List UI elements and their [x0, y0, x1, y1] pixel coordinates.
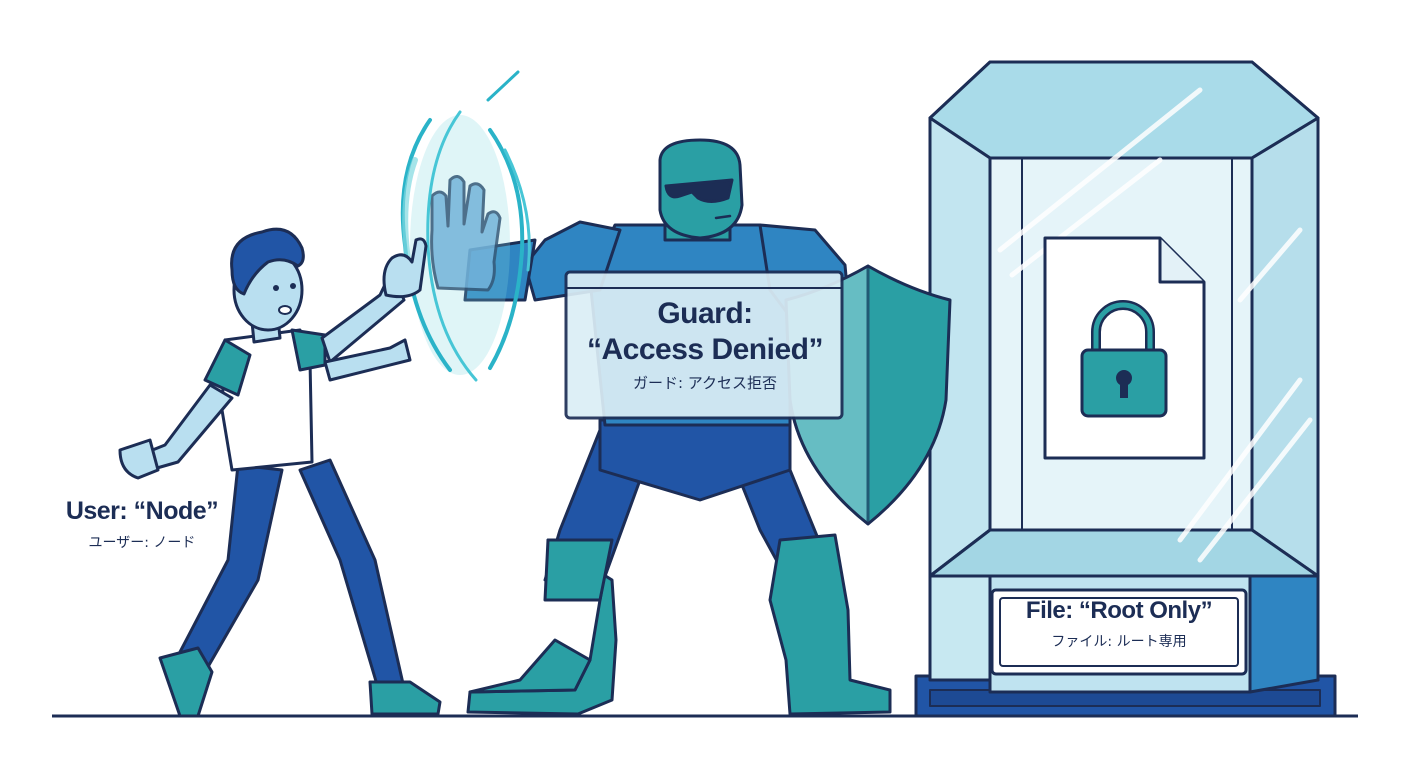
file-label: File: “Root Only” ファイル: ルート専用	[1003, 597, 1235, 651]
user-label: User: “Node” ユーザー: ノード	[52, 497, 232, 552]
file-label-en: File: “Root Only”	[1025, 597, 1213, 624]
guard-sign	[564, 270, 844, 420]
document-icon	[1043, 236, 1206, 460]
guard-label: Guard: “Access Denied” ガード: アクセス拒否	[568, 296, 842, 393]
user-figure	[118, 227, 442, 718]
user-label-en: User: “Node”	[65, 497, 219, 525]
glass-reflections	[997, 87, 1313, 563]
guard-label-title: Guard:	[657, 297, 753, 330]
padlock-icon	[1080, 300, 1168, 418]
guard-label-jp: ガード: アクセス拒否	[632, 374, 778, 392]
user-label-jp: ユーザー: ノード	[88, 535, 196, 551]
file-label-jp: ファイル: ルート専用	[1051, 634, 1187, 650]
guard-label-message: “Access Denied”	[587, 333, 823, 366]
forcefield-icon	[400, 70, 531, 382]
file-plaque	[990, 588, 1248, 676]
